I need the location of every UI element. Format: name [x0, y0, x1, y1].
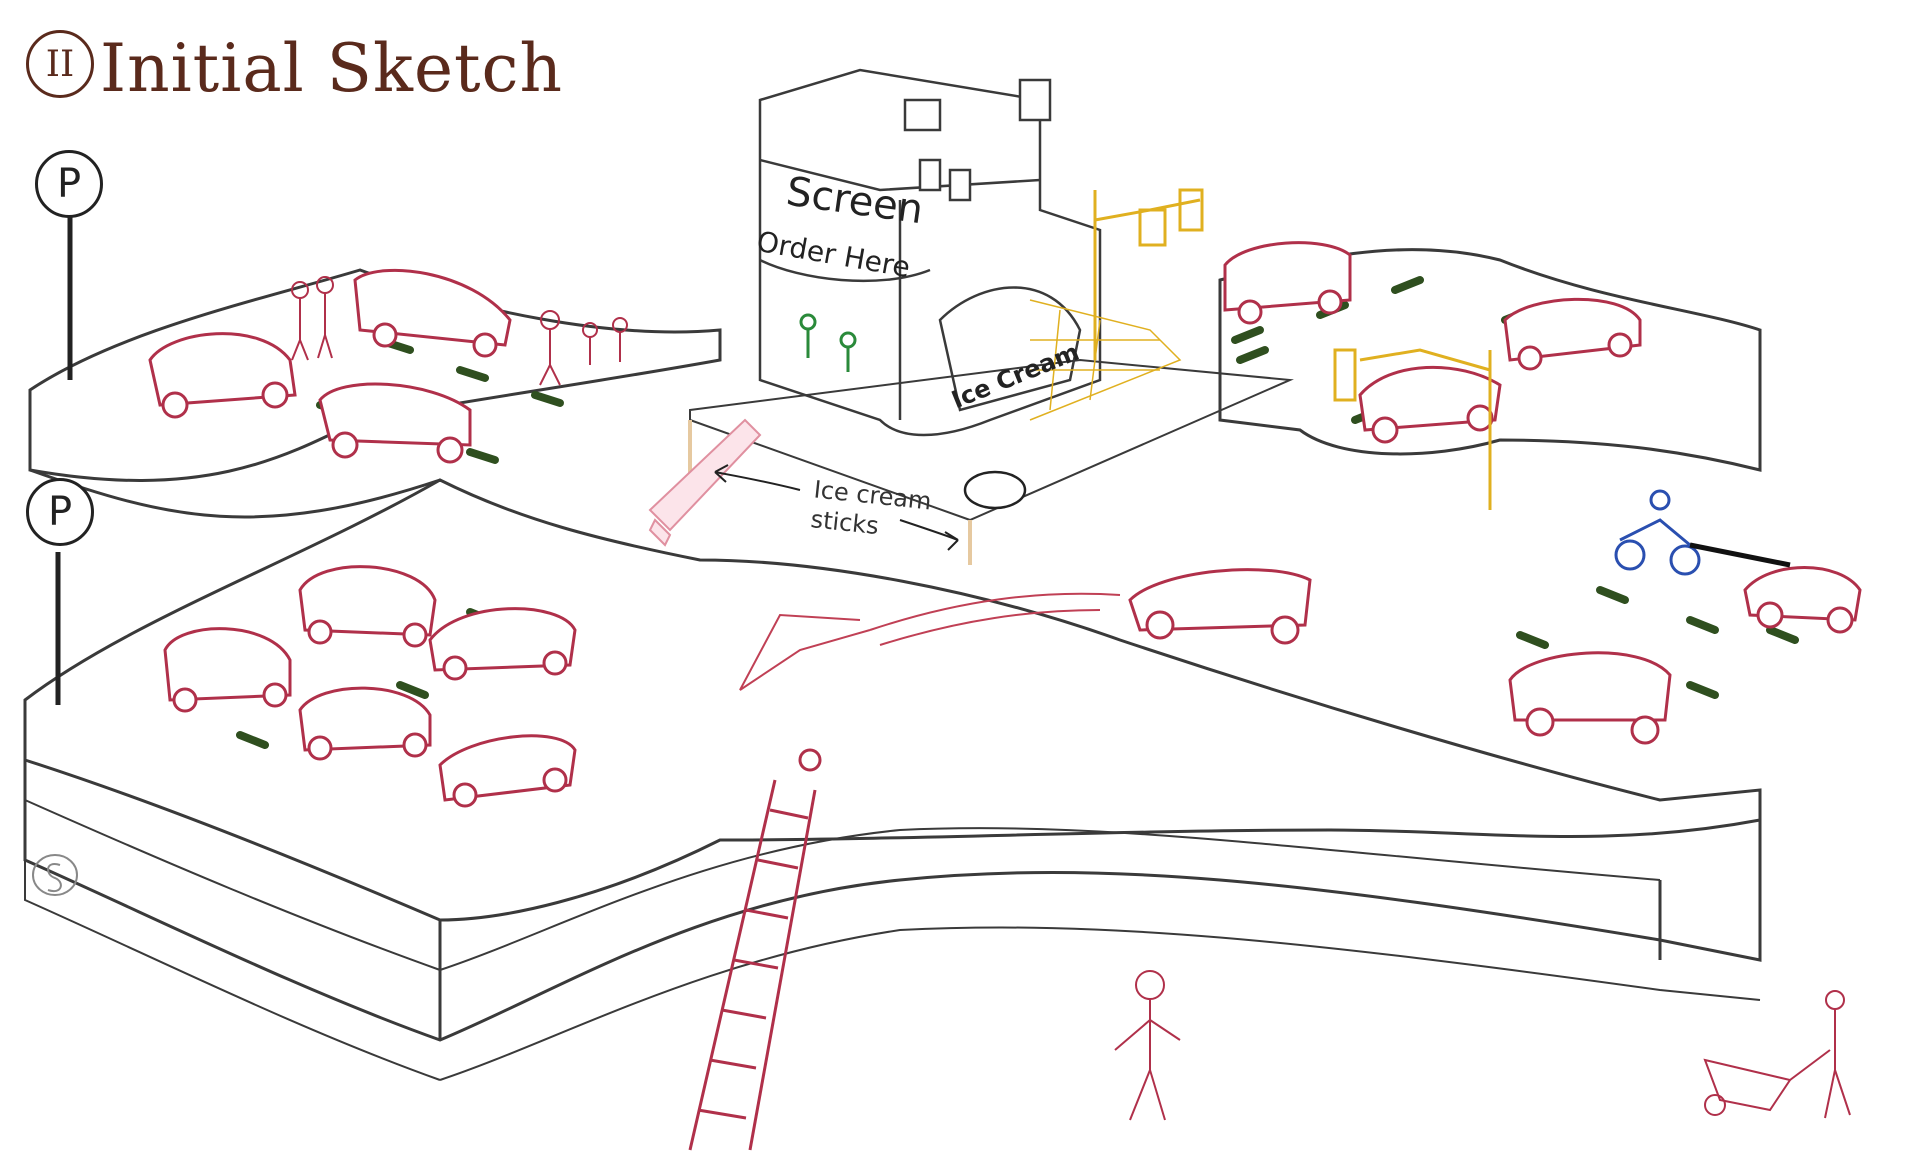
traffic-light-right [1333, 348, 1492, 510]
motorbike [1614, 489, 1791, 576]
sticks-arrows [714, 464, 959, 551]
stick-figure-center [1114, 970, 1181, 1121]
yellow-floor-grid [1029, 299, 1182, 421]
graffiti-mark [32, 854, 78, 896]
wheelbarrow-worker [1703, 990, 1851, 1119]
parking-sign-upper: P [35, 150, 103, 218]
page-title: Initial Sketch [100, 30, 564, 107]
front-slab [23, 720, 1762, 1081]
cars-middle-left [163, 565, 577, 808]
cars-upper-left [148, 268, 512, 464]
manhole-cover [963, 470, 1027, 510]
cars-right [1128, 241, 1862, 745]
ice-cream-building [758, 68, 1102, 437]
section-numeral: II [26, 30, 94, 98]
parking-sign-lower: P [26, 478, 94, 546]
path-arrow [739, 592, 1121, 691]
escalator-ramp [648, 418, 762, 547]
workers [799, 313, 857, 372]
ladder [688, 748, 822, 1151]
people-upper [291, 276, 628, 386]
traffic-light-left [1093, 188, 1204, 360]
shop-platform [688, 358, 1294, 565]
